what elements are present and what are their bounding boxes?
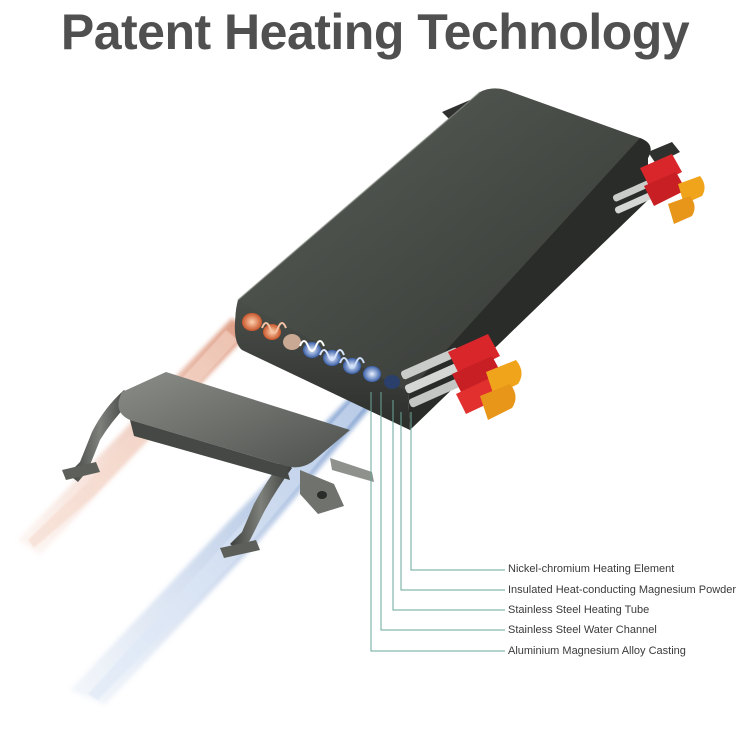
callout-heating-element: Nickel-chromium Heating Element [508,563,675,575]
inlet-outlet-manifold [62,372,374,558]
leader-lines [370,392,505,652]
rear-terminals [612,154,705,224]
callout-alloy-casting: Aluminium Magnesium Alloy Casting [508,645,686,657]
callout-magnesium-powder: Insulated Heat-conducting Magnesium Powd… [508,584,737,596]
callout-water-channel: Stainless Steel Water Channel [508,624,657,636]
heating-coils [261,322,365,369]
callout-heating-tube: Stainless Steel Heating Tube [508,604,650,616]
front-terminals [400,334,522,420]
page-title: Patent Heating Technology [60,4,690,60]
